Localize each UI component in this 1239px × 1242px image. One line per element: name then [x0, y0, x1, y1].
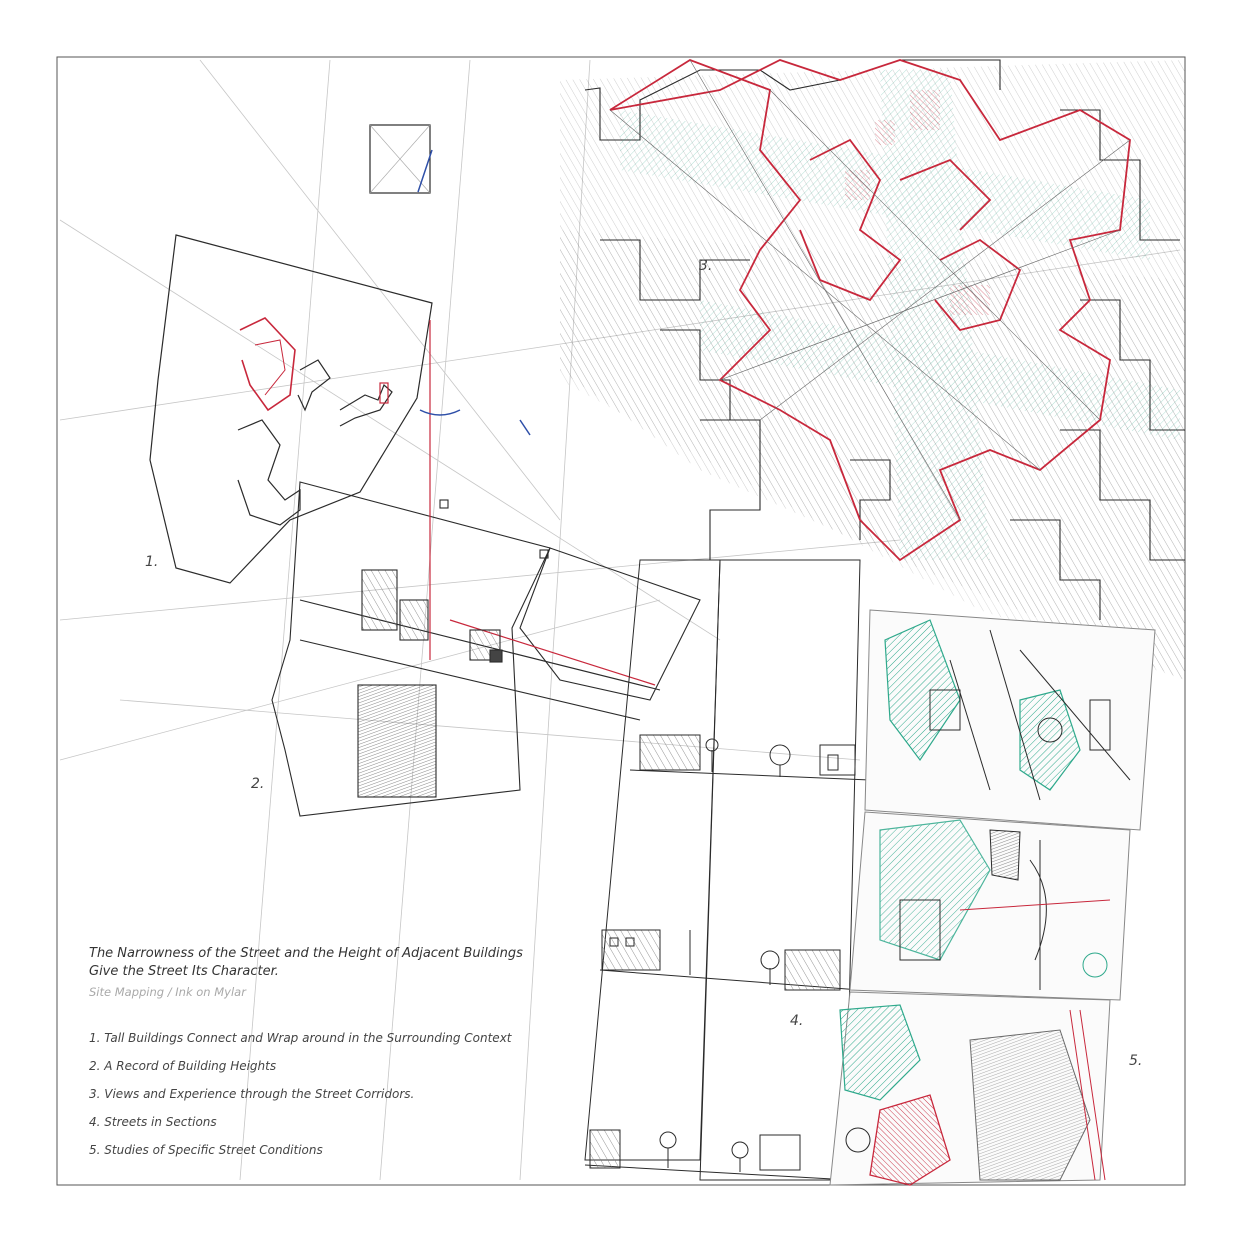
label-drawing-4: 4. — [790, 1013, 804, 1029]
legend-item-3: 3. Views and Experience through the Stre… — [89, 1087, 415, 1101]
title-line-2: Give the Street Its Character. — [89, 964, 279, 979]
label-drawing-3: 3. — [699, 258, 713, 274]
title-line-1: The Narrowness of the Street and the Hei… — [89, 946, 523, 961]
section-1 — [639, 734, 856, 777]
legend-item-5: 5. Studies of Specific Street Conditions — [89, 1143, 323, 1157]
label-drawing-5: 5. — [1129, 1053, 1143, 1069]
drawing-5-street-studies — [829, 609, 1156, 1186]
drawing-2-outline — [271, 320, 701, 817]
construction-lines — [59, 59, 1181, 1181]
drawing-4-street-sections — [584, 559, 871, 1181]
legend-item-1: 1. Tall Buildings Connect and Wrap aroun… — [89, 1031, 512, 1045]
drawing-3-street-corridors — [560, 59, 1185, 680]
study-1 — [884, 619, 1131, 801]
section-3 — [589, 1129, 801, 1172]
legend-item-2: 2. A Record of Building Heights — [89, 1059, 277, 1073]
label-drawing-2: 2. — [251, 776, 265, 792]
study-2 — [879, 819, 1111, 990]
drawing-1-outline — [149, 124, 433, 584]
label-drawing-1: 1. — [145, 554, 159, 570]
section-2 — [601, 929, 841, 991]
subtitle: Site Mapping / Ink on Mylar — [89, 985, 246, 999]
teal-corridor — [620, 70, 1180, 560]
legend-item-4: 4. Streets in Sections — [89, 1115, 217, 1129]
study-3 — [839, 1004, 1106, 1186]
